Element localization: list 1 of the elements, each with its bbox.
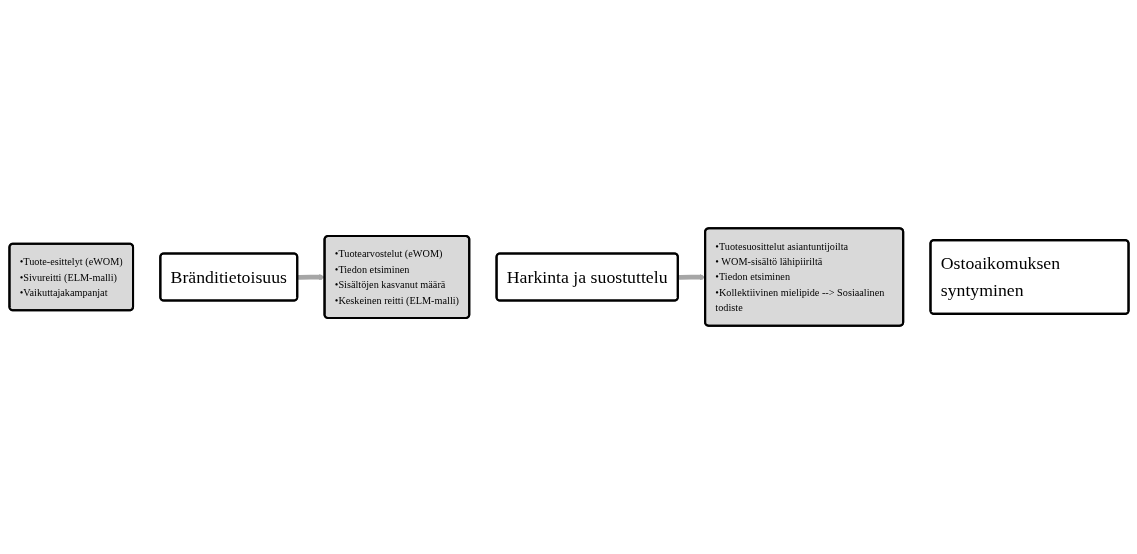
arrow (296, 274, 325, 281)
